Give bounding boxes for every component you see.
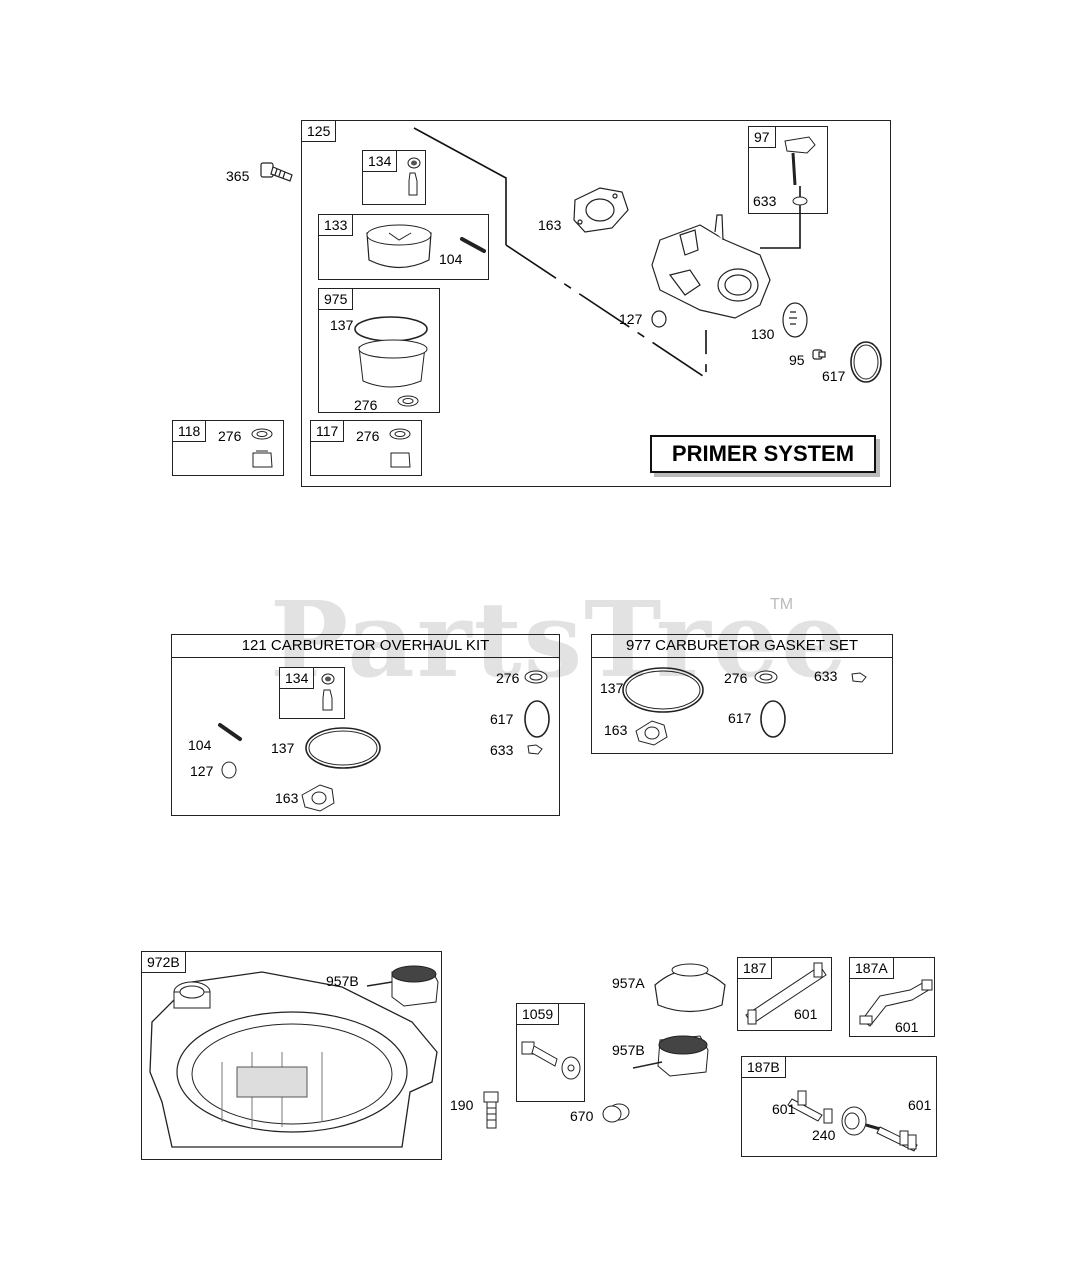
tag-975: 975 [319,289,354,310]
label-957B: 957B [612,1042,645,1058]
tag-134: 134 [363,151,398,172]
label-957B: 957B [326,973,359,989]
label-276: 276 [724,670,748,686]
bolt-icon [389,428,411,468]
kit-134-box: 134 [279,667,345,719]
label-617: 617 [822,368,846,384]
label-276: 276 [354,397,378,413]
label-617: 617 [728,710,752,726]
primer-system-box: 125 [301,120,891,487]
label-137: 137 [271,740,295,756]
label-137: 137 [330,317,354,333]
fuel-filter-icon [787,1090,918,1152]
tag-133: 133 [319,215,354,236]
label-601: 601 [908,1097,932,1113]
label-617: 617 [490,711,514,727]
label-137: 137 [600,680,624,696]
needle-valve-icon [407,157,421,196]
needle-valve-icon [321,673,335,711]
watermark: PartsTree [270,578,850,701]
tag-187: 187 [738,958,773,979]
gasket-set-box: 977 CARBURETOR GASKET SET 137 276 633 61… [591,634,893,754]
label-163: 163 [604,722,628,738]
tag-134: 134 [280,668,315,689]
label-95: 95 [789,352,805,368]
bowl-icon [366,224,486,269]
fuel-tank-box: 972B 957B [141,951,442,1160]
fuel-tank-icon [149,971,438,1148]
kit-187B-box: 187B 601 601 240 [741,1056,937,1157]
primer-system-title: PRIMER SYSTEM [650,435,876,473]
label-163: 163 [275,790,299,806]
label-957A: 957A [612,975,645,991]
label-365: 365 [226,168,250,184]
kit-97-box: 97 633 [748,126,828,214]
gasket-parts-art [622,667,867,746]
label-601: 601 [895,1019,919,1035]
bolt-icon [251,428,273,468]
fuel-cap-icon [366,965,439,1007]
label-670: 670 [570,1108,594,1124]
shoulder-bolt-icon [521,1041,581,1080]
kit-134-box: 134 [362,150,426,205]
tag-187A: 187A [850,958,894,979]
elbow-line-icon [859,979,933,1027]
kit-117-box: 117 276 [310,420,422,476]
kit-1059-box: 1059 [516,1003,585,1102]
tag-118: 118 [173,421,207,442]
kit-118-box: 118 276 [172,420,284,476]
overhaul-kit-title: 121 CARBURETOR OVERHAUL KIT [172,635,559,658]
label-601: 601 [772,1101,796,1117]
label-633: 633 [753,193,777,209]
kit-187A-box: 187A 601 [849,957,935,1037]
kit-975-box: 975 137 276 [318,288,440,413]
tag-1059: 1059 [517,1004,560,1025]
label-190: 190 [450,1097,474,1113]
label-240: 240 [812,1127,836,1143]
overhaul-kit-box: 121 CARBURETOR OVERHAUL KIT 134 276 617 … [171,634,560,816]
choke-lever-icon [784,136,816,206]
label-127: 127 [190,763,214,779]
label-104: 104 [439,251,463,267]
overhaul-parts-art [218,670,550,812]
label-276: 276 [218,428,242,444]
label-633: 633 [814,668,838,684]
fuel-line-icon [745,962,827,1025]
bowl-ring-icon [354,316,428,407]
label-127: 127 [619,311,643,327]
kit-187-box: 187 601 [737,957,832,1031]
tag-187B: 187B [742,1057,786,1078]
tag-972B: 972B [142,952,186,973]
label-163: 163 [538,217,562,233]
label-276: 276 [496,670,520,686]
gasket-set-title: 977 CARBURETOR GASKET SET [592,635,892,658]
label-104: 104 [188,737,212,753]
label-601: 601 [794,1006,818,1022]
tag-125: 125 [302,121,337,142]
tag-117: 117 [311,421,345,442]
tag-97: 97 [749,127,776,148]
label-633: 633 [490,742,514,758]
trademark: TM [770,596,794,613]
label-130: 130 [751,326,775,342]
kit-133-box: 133 104 [318,214,489,280]
label-276: 276 [356,428,380,444]
